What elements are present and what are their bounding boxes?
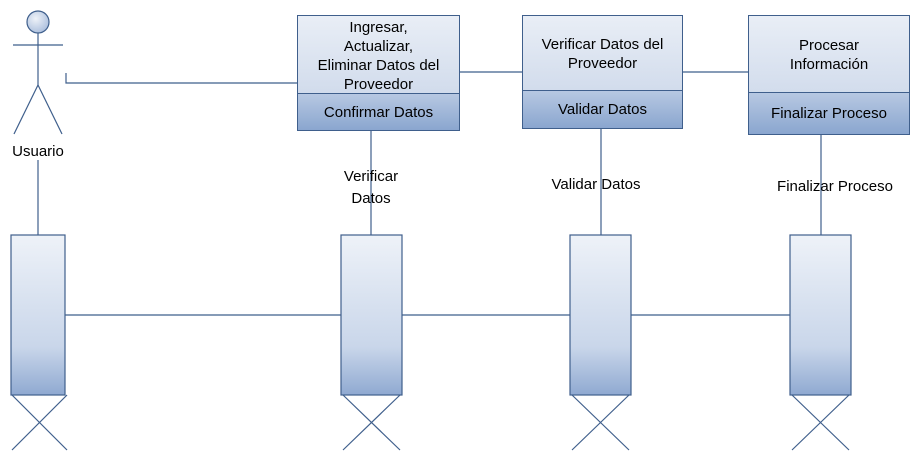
object-1-title: Ingresar, Actualizar, Eliminar Datos del… bbox=[317, 18, 440, 93]
activation-usuario bbox=[10, 234, 66, 396]
object-3-operation: Finalizar Proceso bbox=[749, 92, 909, 134]
object-2-title: Verificar Datos del Proveedor bbox=[541, 36, 664, 72]
destruction-marks bbox=[11, 394, 850, 451]
object-1-operation: Confirmar Datos bbox=[298, 93, 459, 130]
actor-leg-right bbox=[37, 84, 63, 135]
message-label-3: Finalizar Proceso bbox=[777, 178, 893, 195]
destroy-x-usuario-icon bbox=[11, 394, 68, 451]
actor-leg-left bbox=[13, 84, 39, 135]
activation-object-1 bbox=[340, 234, 403, 396]
destroy-x-object-2-icon bbox=[571, 394, 630, 451]
activation-object-3 bbox=[789, 234, 852, 396]
object-2-operation: Validar Datos bbox=[523, 90, 682, 128]
object-3-title: Procesar Información bbox=[789, 37, 869, 73]
actor-to-object-1-link bbox=[65, 73, 297, 84]
object-box-3: Procesar Información Finalizar Proceso bbox=[748, 15, 910, 135]
association-lines bbox=[65, 71, 748, 84]
destroy-x-object-3-icon bbox=[791, 394, 850, 451]
actor-label: Usuario bbox=[12, 143, 64, 160]
actor-head bbox=[26, 10, 50, 34]
message-label-2: Validar Datos bbox=[551, 176, 641, 193]
message-label-1: Verificar Datos bbox=[343, 168, 399, 207]
destroy-x-object-1-icon bbox=[342, 394, 401, 451]
activation-object-2 bbox=[569, 234, 632, 396]
actor-usuario-figure bbox=[13, 10, 63, 135]
lifelines bbox=[37, 129, 822, 235]
activation-bars bbox=[10, 234, 852, 396]
object-box-2: Verificar Datos del Proveedor Validar Da… bbox=[522, 15, 683, 129]
object-box-1: Ingresar, Actualizar, Eliminar Datos del… bbox=[297, 15, 460, 131]
